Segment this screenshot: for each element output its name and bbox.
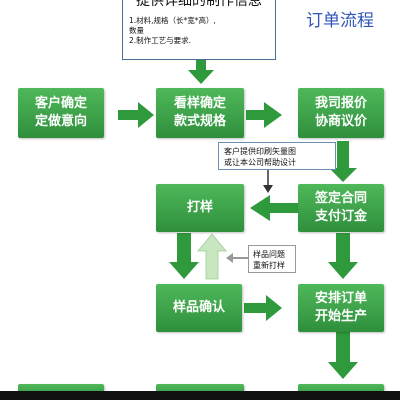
arrow-proofing-down [169,233,199,279]
page-heading: 订单流程 [306,11,374,31]
connector-artwork-arrowhead [263,185,273,193]
bottom-bar [0,391,400,400]
arrow-info-to-sample [188,60,214,84]
arrow-return-reproof [197,233,227,280]
step-label: 签定合同 [314,191,367,206]
info-box: 提供详细的制作信息 1.材料,规格（长*宽*高）, 数量 2.制作工艺与要求. [122,0,276,60]
step-label: 客户确定 [34,96,87,111]
arrow-contract-down [328,233,358,279]
arrow-contract-to-proofing [250,195,298,221]
arrow-customer-to-sample [118,102,154,128]
info-line: 数量 [129,26,144,35]
connector-sample-issue-arrowhead [226,253,233,263]
note-line: 或让本公司帮助设计 [224,158,296,167]
step-label: 安排订单 [314,291,367,306]
arrow-production-down [328,332,358,379]
info-box-title: 提供详细的制作信息 [136,0,262,9]
arrow-quote-to-contract [329,141,357,182]
note-line: 重新打样 [253,261,285,270]
info-line: 2.制作工艺与要求. [129,36,192,45]
note-artwork: 客户提供印刷矢量图 或让本公司帮助设计 [218,142,336,170]
arrow-sample-to-quote [246,102,282,128]
step-label: 定做意向 [34,114,87,129]
note-line: 客户提供印刷矢量图 [224,147,296,156]
info-box-lines: 1.材料,规格（长*宽*高）, 数量 2.制作工艺与要求. [129,16,216,46]
step-label: 看样确定 [173,96,226,111]
step-contract: 签定合同 支付订金 [298,184,384,232]
step-label: 支付订金 [314,209,367,224]
step-label: 打样 [186,200,213,215]
step-label: 样品确认 [172,300,225,315]
step-proofing: 打样 [156,184,244,232]
note-sample-issue: 样品问题 重新打样 [248,245,296,273]
step-production: 安排订单 开始生产 [298,284,384,332]
step-quote: 我司报价 协商议价 [298,88,384,138]
step-sample-confirm: 样品确认 [156,284,242,332]
step-label: 款式规格 [173,114,226,129]
note-line: 样品问题 [253,250,285,259]
step-label: 协商议价 [314,114,367,129]
arrow-sample-confirm-to-production [244,295,282,321]
step-label: 我司报价 [314,96,367,111]
step-customer-decide: 客户确定 定做意向 [18,88,104,138]
step-confirm-sample: 看样确定 款式规格 [156,88,244,138]
step-label: 开始生产 [314,309,367,324]
info-line: 1.材料,规格（长*宽*高）, [129,16,216,25]
